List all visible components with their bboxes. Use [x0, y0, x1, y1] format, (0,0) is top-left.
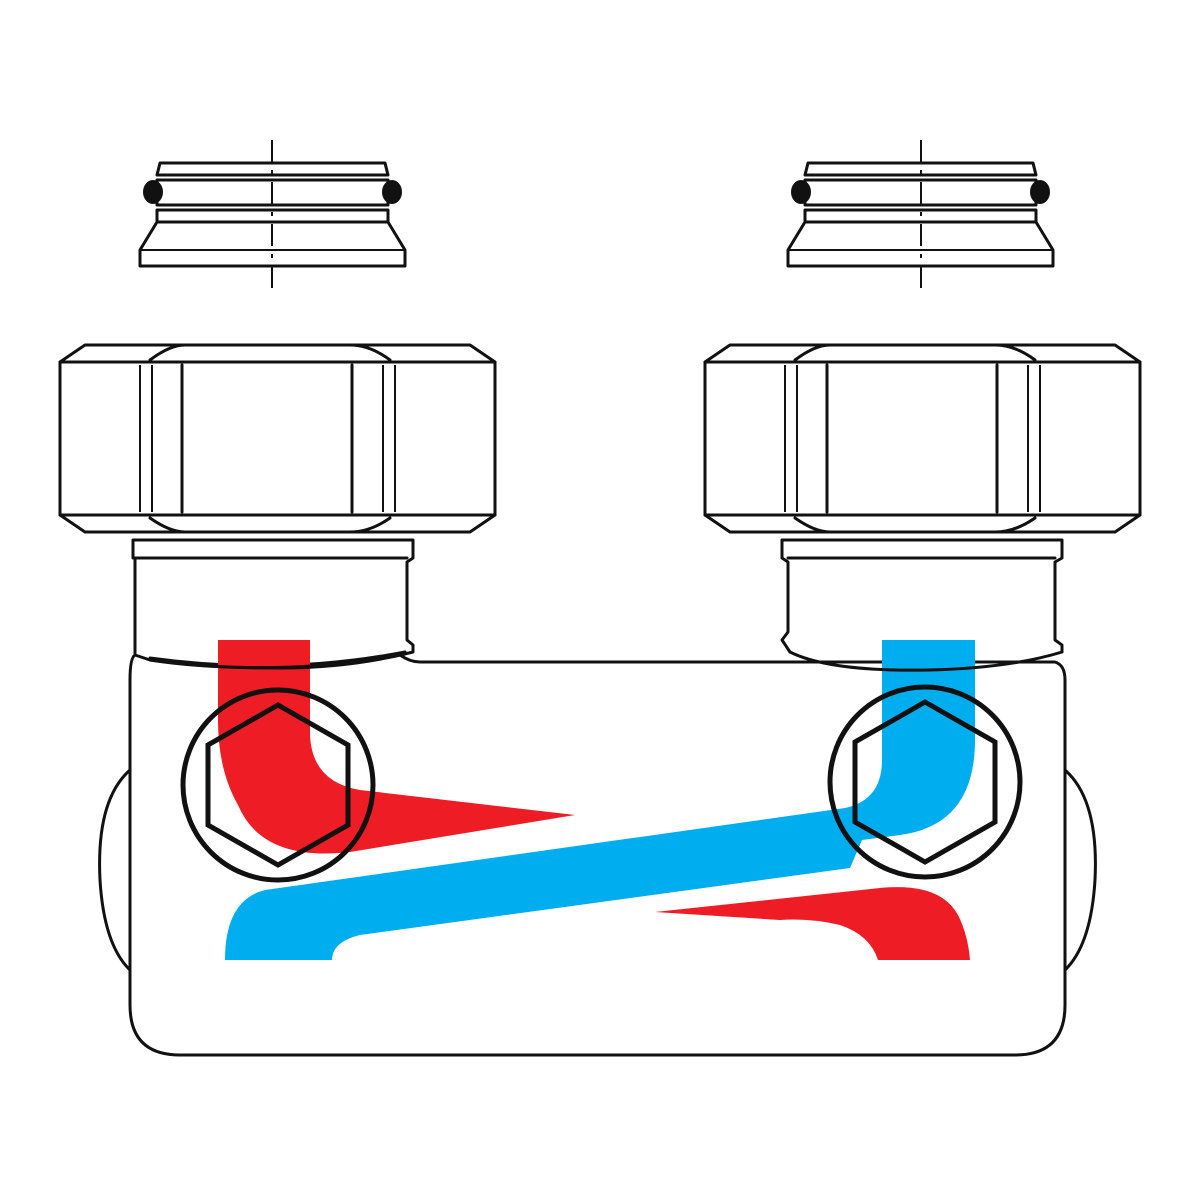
cold-flow-path	[225, 640, 975, 960]
right-stem	[780, 538, 1064, 672]
left-stem	[131, 538, 415, 670]
hot-flow-return	[655, 887, 970, 960]
left-threaded-nipple-icon	[138, 140, 407, 290]
left-hex-union-nut-icon	[58, 343, 497, 534]
right-hex-socket-valve-icon[interactable]	[827, 684, 1023, 880]
right-threaded-nipple-icon	[786, 140, 1055, 290]
left-hex-socket-valve-icon[interactable]	[180, 687, 376, 883]
right-hex-union-nut-icon	[703, 343, 1142, 534]
